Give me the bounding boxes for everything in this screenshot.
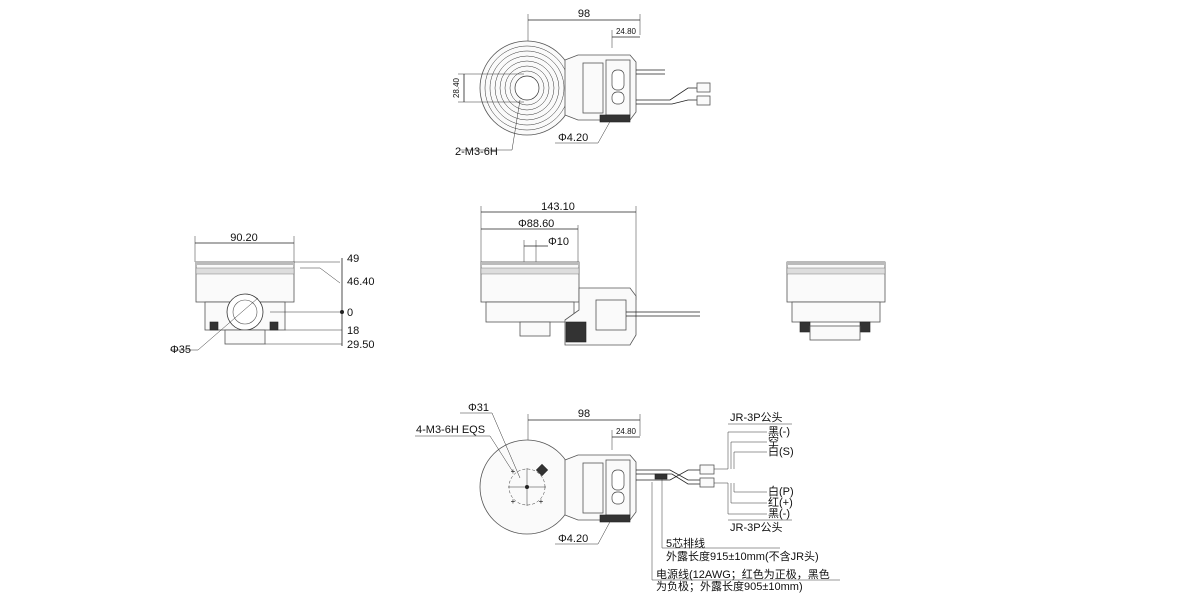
pin-bottom-2: 红(+) [768,496,793,509]
power-line-note-1: 电源线(12AWG；红色为正极，黑色 [656,567,830,581]
dim-143-10: 143.10 [541,201,575,213]
dim-28-40: 28.40 [452,77,461,98]
label-4-m3-6h-eqs: 4-M3-6H EQS [416,424,485,436]
power-line-note-2: 为负极；外露长度905±10mm) [656,579,803,593]
pin-top-1: 黑(-) [768,425,790,438]
dim-phi-4-20-bottom: Φ4.20 [558,533,588,545]
label-2-m3-6h: 2-M3-6H [455,146,498,158]
dim-0: 0 [347,307,353,319]
front-view: 90.20 49 46.40 0 18 29.50 Φ35 [170,232,375,356]
pin-top-2: 空 [768,434,779,448]
dim-98-top: 98 [578,8,590,20]
dim-phi-31: Φ31 [468,402,489,414]
dim-24-80-top: 24.80 [616,27,637,36]
dim-phi-88-60: Φ88.60 [518,218,554,230]
top-view: 98 24.80 28.40 2-M3-6 [452,8,711,158]
dim-98-bottom: 98 [578,408,590,420]
dim-phi-35: Φ35 [170,344,191,356]
pin-bottom-1: 白(P) [768,484,794,498]
dim-90-20: 90.20 [230,232,258,244]
cable-5-length: 外露长度915±10mm(不含JR头) [666,549,819,563]
dim-24-80-bottom: 24.80 [616,427,637,436]
dim-phi-4-20-top: Φ4.20 [558,132,588,144]
bottom-view: 98 24.80 + + + + Φ31 4-M3-6H EQS Φ4 [415,402,840,593]
dim-49: 49 [347,253,359,265]
dim-phi-10: Φ10 [548,236,569,248]
dim-46-40: 46.40 [347,276,375,288]
connector-top-label: JR-3P公头 [730,411,783,424]
svg-text:+: + [511,497,516,506]
pin-top-3: 白(S) [768,444,794,458]
cable-5-core-label: 5芯排线 [666,536,705,550]
dim-18: 18 [347,325,359,337]
svg-text:+: + [539,497,544,506]
connector-bottom-label: JR-3P公头 [730,521,783,534]
pin-bottom-3: 黑(-) [768,507,790,520]
rear-view [786,261,886,341]
svg-text:+: + [511,467,516,476]
side-view: 143.10 Φ88.60 Φ10 [480,201,700,346]
dim-29-50: 29.50 [347,339,375,351]
